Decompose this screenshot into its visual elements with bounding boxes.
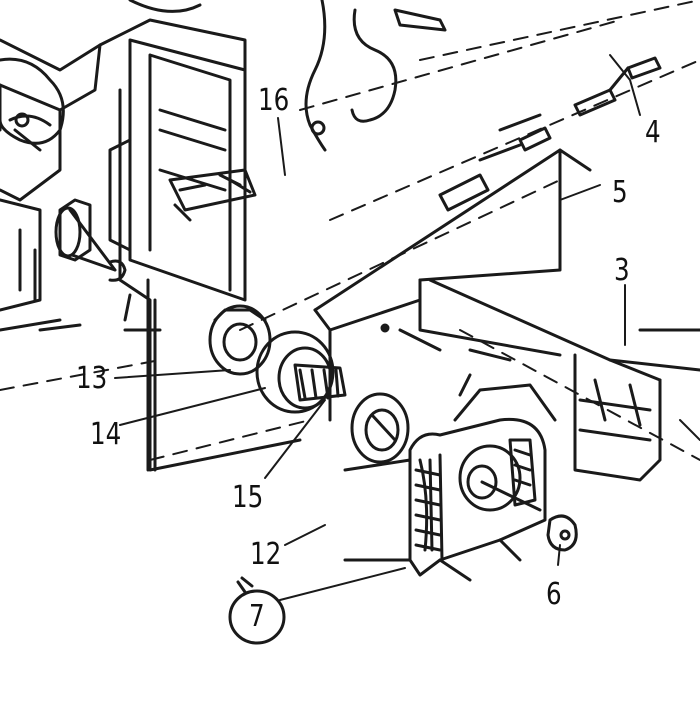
- bracket-plate-part-3: [313, 148, 700, 482]
- wire-lead: [128, 0, 447, 152]
- callout-7: 7: [249, 599, 265, 634]
- callout-7-circle: [228, 576, 286, 645]
- leader-lines: [114, 54, 700, 601]
- gear-housing: [343, 348, 557, 582]
- gear-part-14: [255, 330, 347, 414]
- callout-13: 13: [76, 361, 108, 396]
- callout-12: 12: [250, 537, 282, 572]
- callout-6: 6: [546, 577, 562, 612]
- callout-14: 14: [90, 417, 122, 452]
- pins-part-4: [438, 56, 662, 212]
- clip-part-6: [546, 514, 578, 552]
- callout-3: 3: [614, 253, 630, 288]
- callout-16: 16: [258, 83, 290, 118]
- callout-4: 4: [645, 115, 661, 150]
- callout-5: 5: [612, 175, 628, 210]
- bushing-part-12: [350, 392, 410, 464]
- motor-housing-assembly: [0, 18, 302, 472]
- washer-part-13: [208, 304, 272, 376]
- callout-15: 15: [232, 480, 264, 515]
